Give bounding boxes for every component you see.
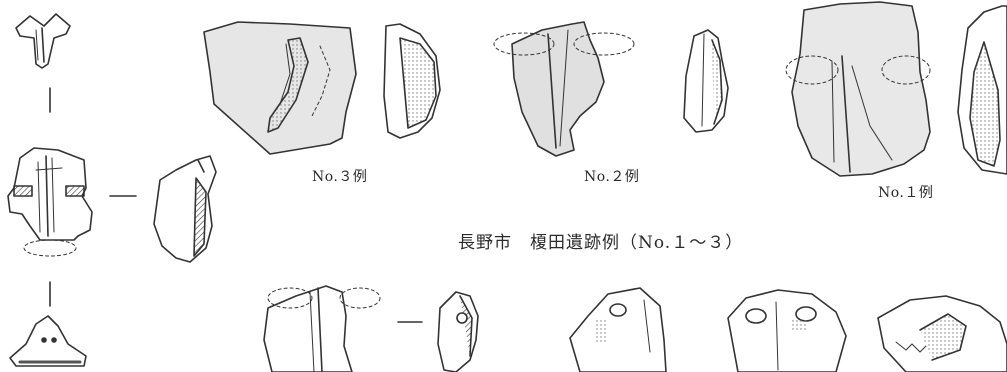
example-2-side-view: [683, 29, 729, 133]
bottom-artifact-side-view: [437, 291, 479, 372]
example-2-front-view: [493, 21, 635, 157]
caption-example-3: No.３例: [312, 169, 368, 185]
caption-example-2: No.２例: [584, 169, 640, 185]
left-artifact-bottom-view: [9, 315, 87, 367]
bottom-artifact-face-c: [877, 295, 1007, 372]
example-3-side-view: [383, 23, 441, 139]
left-artifact-front-view: [7, 147, 93, 257]
left-artifact-top-view: [15, 13, 71, 69]
example-1-front-view: [785, 1, 931, 177]
caption-example-1: No.１例: [878, 185, 934, 201]
bottom-artifact-front-view: [263, 285, 381, 372]
example-3-front-view: [203, 21, 357, 155]
left-artifact-side-view: [153, 155, 217, 263]
bottom-artifact-face-b: [727, 289, 847, 372]
caption-site: 長野市 榎田遺跡例（No.１～３）: [458, 233, 744, 253]
example-1-side-view: [957, 5, 1007, 175]
bottom-artifact-face-a: [569, 287, 667, 372]
